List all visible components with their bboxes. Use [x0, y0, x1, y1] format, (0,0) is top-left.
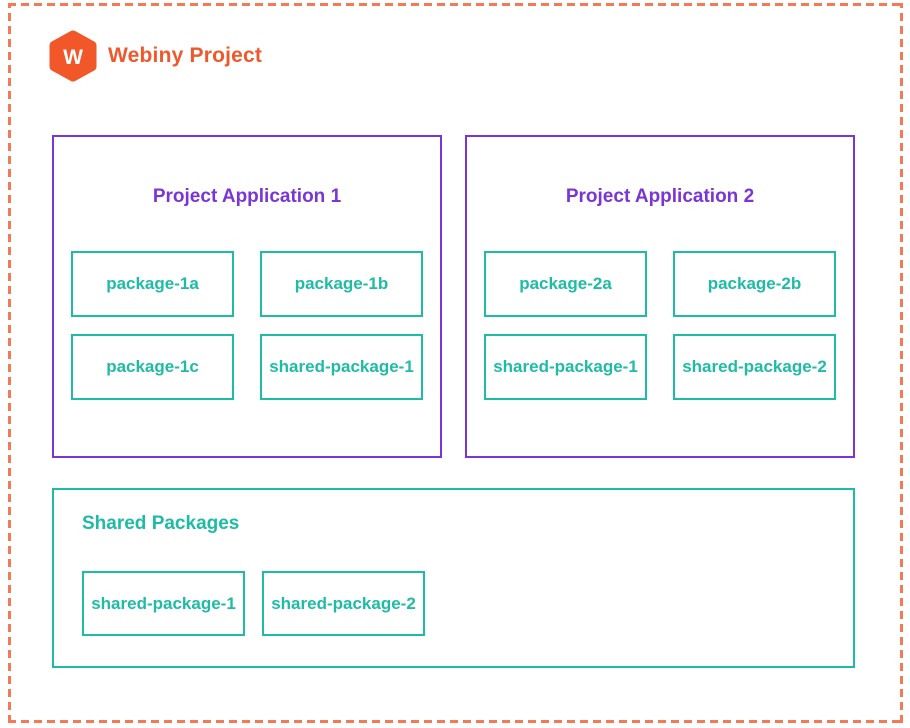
- logo-letter: W: [63, 46, 83, 69]
- package-box: package-2a: [484, 251, 647, 317]
- package-box: shared-package-2: [262, 571, 425, 636]
- application-1-title: Project Application 1: [152, 186, 342, 207]
- package-box: shared-package-1: [484, 334, 647, 400]
- application-2-title: Project Application 2: [565, 186, 755, 207]
- package-box: shared-package-1: [260, 334, 423, 400]
- application-box-2: Project Application 2 package-2a package…: [465, 135, 855, 458]
- package-box: package-1a: [71, 251, 234, 317]
- shared-packages-box: Shared Packages shared-package-1 shared-…: [52, 488, 855, 668]
- shared-packages-row: shared-package-1 shared-package-2: [82, 571, 853, 636]
- header: W Webiny Project: [49, 30, 262, 82]
- applications-row: Project Application 1 package-1a package…: [52, 135, 855, 458]
- package-box: shared-package-2: [673, 334, 836, 400]
- project-title: Webiny Project: [108, 44, 263, 67]
- package-box: package-1c: [71, 334, 234, 400]
- package-box: shared-package-1: [82, 571, 245, 636]
- webiny-logo-icon: W: [49, 30, 97, 82]
- shared-packages-title: Shared Packages: [82, 513, 240, 534]
- application-2-packages: package-2a package-2b shared-package-1 s…: [484, 251, 836, 400]
- application-1-packages: package-1a package-1b package-1c shared-…: [71, 251, 423, 400]
- package-box: package-1b: [260, 251, 423, 317]
- package-box: package-2b: [673, 251, 836, 317]
- application-box-1: Project Application 1 package-1a package…: [52, 135, 442, 458]
